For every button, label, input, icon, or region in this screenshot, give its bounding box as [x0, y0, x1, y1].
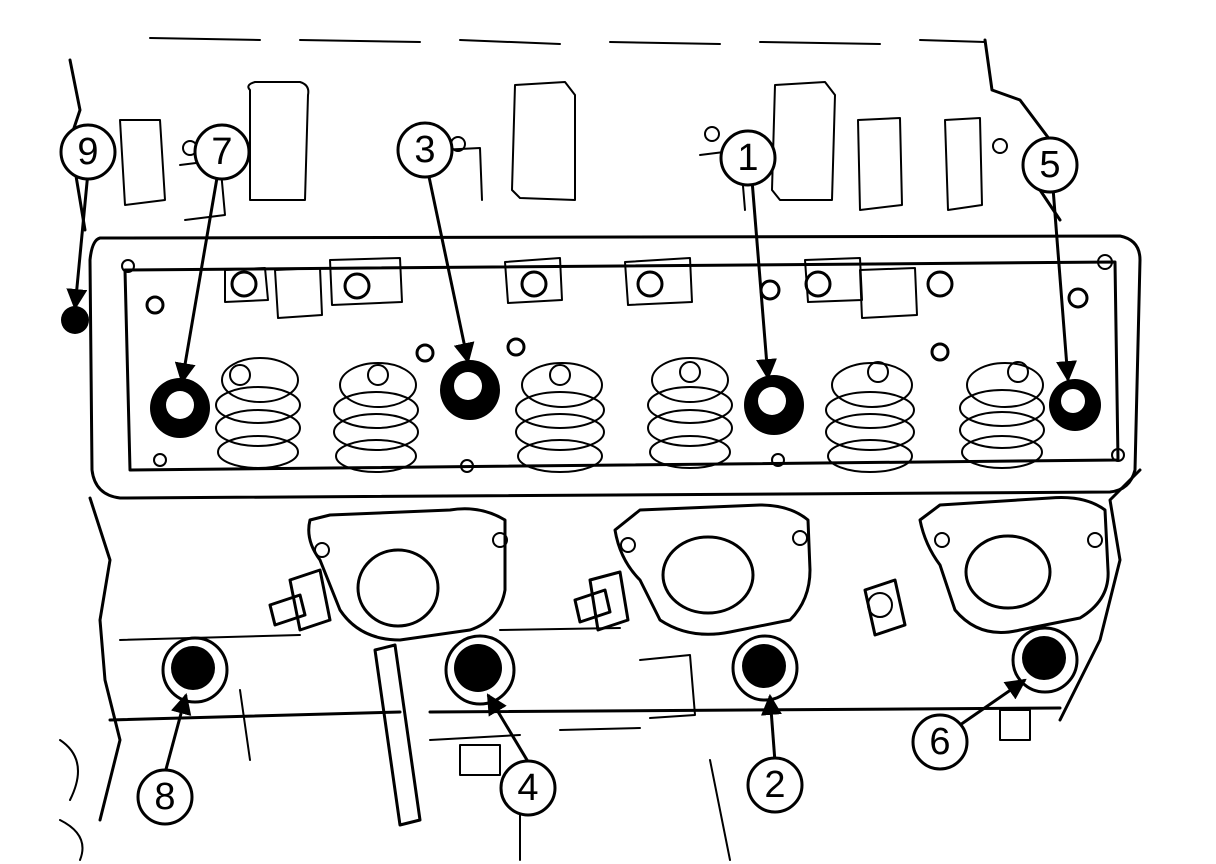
leader-3 — [426, 171, 475, 365]
valve-spring-group — [215, 357, 1045, 473]
leader-5 — [1051, 187, 1077, 383]
callout-label: 3 — [414, 129, 435, 171]
callout-label: 5 — [1039, 144, 1060, 186]
leader-1 — [750, 179, 777, 381]
leader-9 — [66, 171, 90, 311]
callout-label: 4 — [517, 767, 538, 809]
callout-label: 7 — [211, 131, 232, 173]
callout-7: 7 — [193, 123, 251, 181]
callout-group: 9 7 3 1 5 8 4 2 — [59, 121, 1079, 826]
leader-4 — [486, 693, 532, 766]
callout-5: 5 — [1021, 136, 1079, 194]
callout-8: 8 — [136, 768, 194, 826]
callout-4: 4 — [499, 759, 557, 817]
callout-label: 9 — [77, 131, 98, 173]
leader-lines — [66, 171, 1077, 774]
callout-1: 1 — [719, 129, 777, 187]
callout-6: 6 — [911, 713, 969, 771]
leader-8 — [163, 692, 192, 774]
callout-9: 9 — [59, 123, 117, 181]
upper-head-bolt-group — [61, 306, 1101, 438]
callout-2: 2 — [746, 756, 804, 814]
callout-label: 6 — [929, 721, 950, 763]
leader-7 — [174, 171, 220, 385]
leader-2 — [760, 693, 782, 763]
leader-6 — [959, 678, 1027, 727]
callout-3: 3 — [396, 121, 454, 179]
lower-head-bolt-group — [161, 626, 1079, 706]
callout-label: 1 — [737, 137, 758, 179]
callout-label: 8 — [154, 776, 175, 818]
callout-label: 2 — [764, 764, 785, 806]
